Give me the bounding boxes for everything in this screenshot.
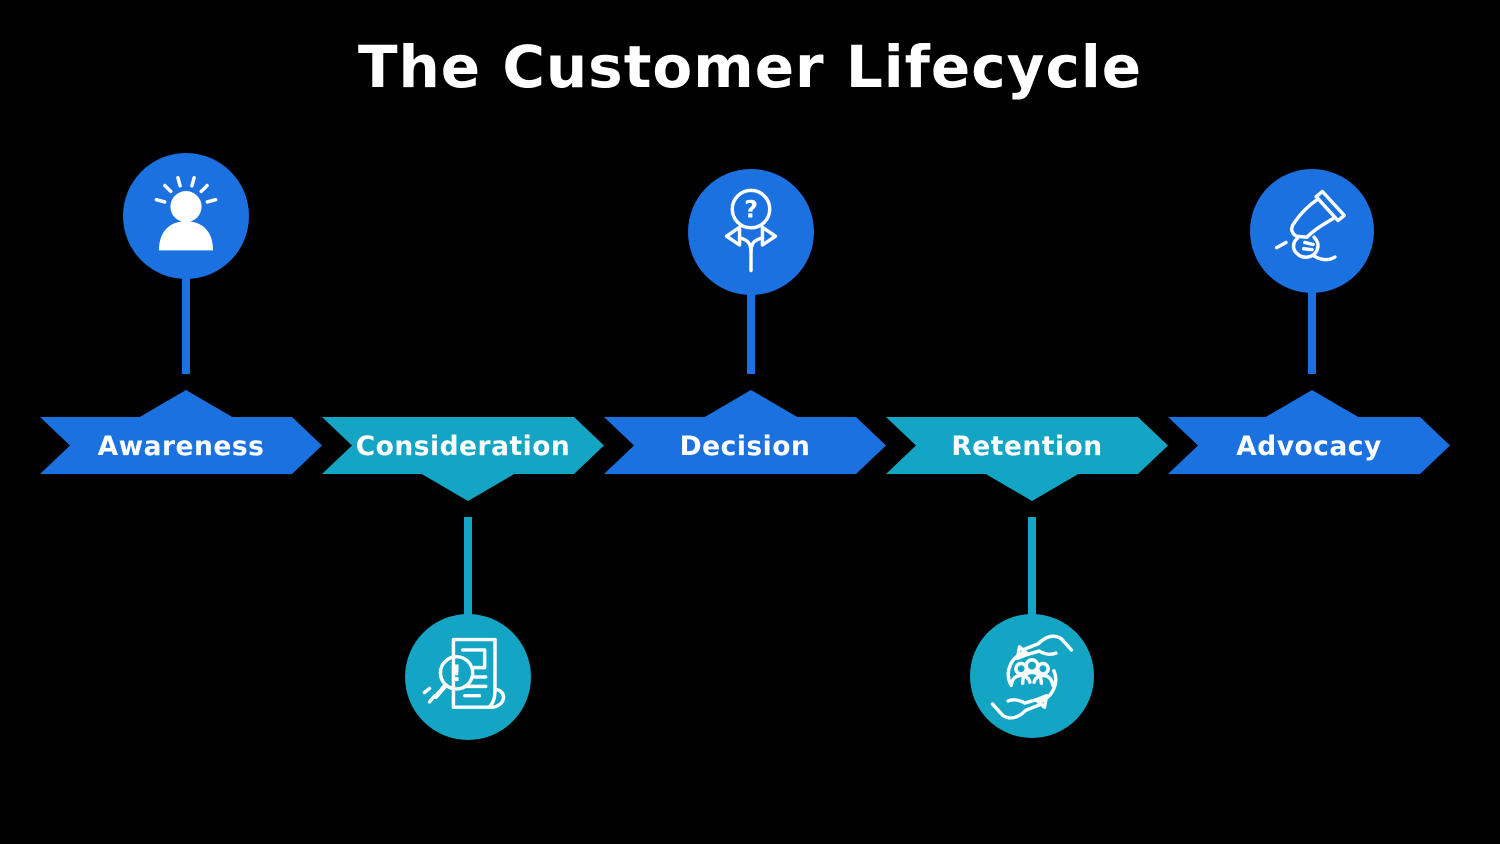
stage-label: Decision — [680, 431, 811, 462]
stage-retention: Retention — [886, 417, 1168, 738]
stage-consideration: Consideration ! — [322, 417, 604, 740]
page-title: The Customer Lifecycle — [357, 33, 1143, 101]
hands-people-cycle-icon — [990, 634, 1074, 720]
stage-label: Retention — [951, 431, 1102, 462]
arrow-tab — [984, 473, 1080, 501]
exclamation-glyph: ! — [452, 662, 462, 687]
stage-arrow — [322, 417, 604, 474]
icon-circle — [970, 614, 1094, 738]
stage-arrow — [604, 417, 886, 474]
stage-arrow — [40, 417, 322, 474]
question-crossroads-icon: ? — [724, 188, 778, 273]
document-magnifier-icon: ! — [422, 637, 506, 710]
arrow-tab — [1264, 390, 1360, 418]
icon-circle — [405, 614, 531, 740]
stage-awareness: Awareness — [40, 153, 322, 474]
person-rays-icon — [154, 176, 218, 251]
megaphone-hand-icon — [1274, 189, 1346, 262]
arrow-tab — [138, 390, 234, 418]
stage-decision: Decision ? — [604, 169, 886, 474]
stage-label: Consideration — [356, 431, 571, 462]
stage-label: Advocacy — [1236, 431, 1382, 462]
icon-circle — [688, 169, 814, 295]
arrow-tab — [420, 473, 516, 501]
question-glyph: ? — [744, 195, 758, 223]
arrow-tab — [703, 390, 799, 418]
stage-arrow — [886, 417, 1168, 474]
stage-label: Awareness — [98, 431, 265, 462]
stage-advocacy: Advocacy — [1168, 169, 1450, 474]
stage-arrow — [1168, 417, 1450, 474]
